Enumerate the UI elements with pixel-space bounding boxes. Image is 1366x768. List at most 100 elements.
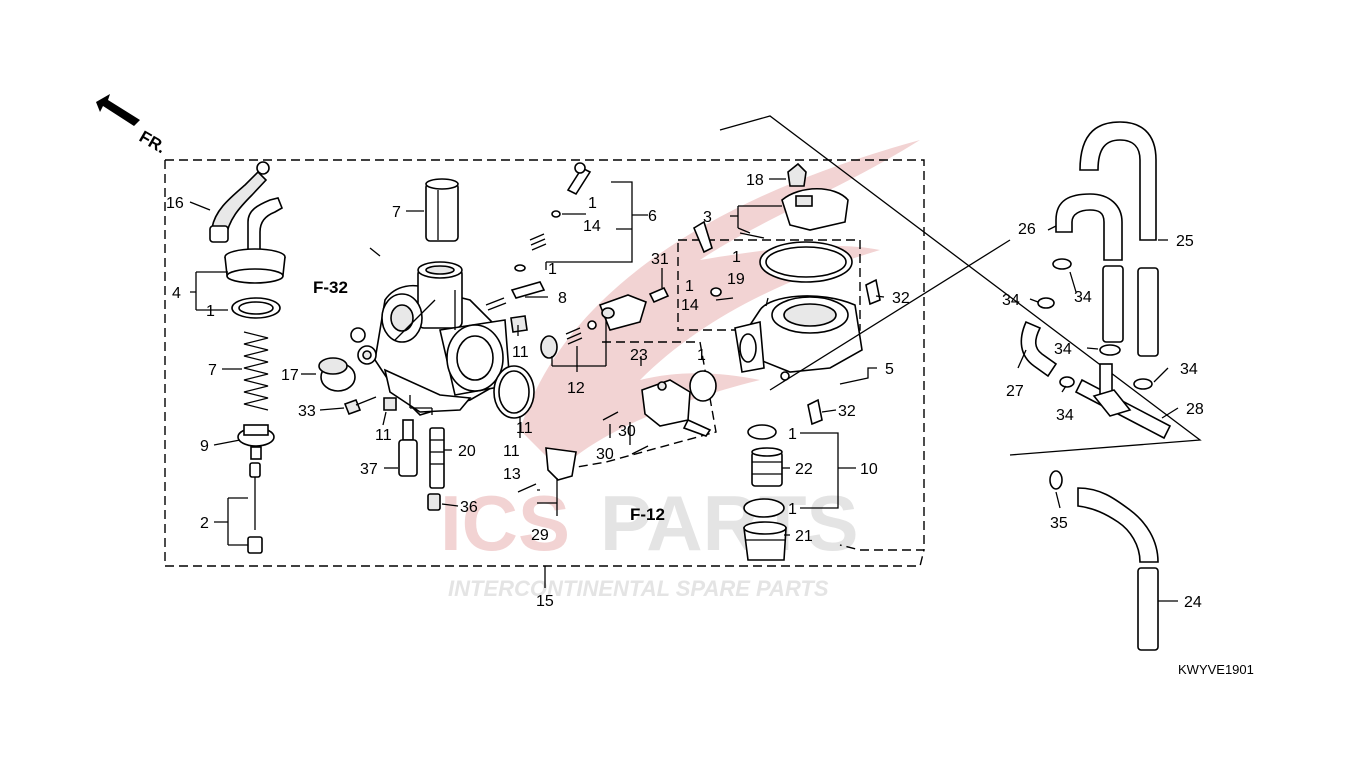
- callout-35: 35: [1050, 515, 1068, 532]
- callout-26: 26: [1018, 221, 1036, 238]
- callout-27: 27: [1006, 383, 1024, 400]
- callout-18: 18: [746, 172, 764, 189]
- callout-29: 29: [531, 527, 549, 544]
- callout-labels: 16 4 1 7 7 17 33 9 2 F-32 11 11 11 11 37…: [166, 172, 1254, 677]
- part-10-o-ring: [747, 424, 777, 440]
- callout-8: 8: [558, 290, 567, 307]
- callout-7a: 7: [392, 204, 401, 221]
- part-float-bowl: [734, 295, 863, 381]
- callout-16: 16: [166, 195, 184, 212]
- callout-17: 17: [281, 367, 299, 384]
- part-9-needle-holder: [237, 424, 275, 460]
- part-34-clip-c: [1099, 344, 1121, 356]
- callout-25: 25: [1176, 233, 1194, 250]
- callout-34e: 34: [1056, 407, 1074, 424]
- part-8-adjust-screw: [485, 281, 546, 311]
- callout-12: 12: [567, 380, 585, 397]
- part-6-screw-set: [514, 162, 592, 272]
- part-23-pump-cover: [641, 370, 717, 437]
- callout-2: 2: [200, 515, 209, 532]
- part-33-screw: [343, 396, 377, 416]
- callout-34a: 34: [1002, 292, 1020, 309]
- reference-f32: F-32: [313, 278, 348, 297]
- callout-6-14: 14: [583, 218, 601, 235]
- callout-30a: 30: [618, 423, 636, 440]
- callout-3: 3: [703, 209, 712, 226]
- part-35-clip: [1049, 470, 1063, 490]
- part-34-clip-e: [1059, 376, 1075, 388]
- callout-34d: 34: [1180, 361, 1198, 378]
- callout-9: 9: [200, 438, 209, 455]
- part-34-clip-a: [1052, 258, 1072, 270]
- part-19-float-valve: [692, 220, 722, 297]
- callout-11a: 11: [375, 427, 392, 444]
- watermark-brand-parts: PARTS: [600, 479, 859, 567]
- part-26-hose: [1055, 193, 1124, 343]
- part-36-main-jet: [427, 493, 441, 511]
- part-17-cap: [318, 357, 356, 392]
- callout-11d: 11: [503, 443, 520, 460]
- callout-23-1: 1: [697, 347, 706, 364]
- part-7-sleeve: [425, 178, 459, 242]
- part-12-spring-set: [540, 320, 597, 359]
- callout-20: 20: [458, 443, 476, 460]
- part-2-jet-needle: [247, 462, 263, 554]
- callout-32a: 32: [892, 290, 910, 307]
- leader-lines: [189, 178, 1179, 602]
- callout-22: 22: [795, 461, 813, 478]
- callout-14: 14: [681, 297, 699, 314]
- diagram-code: KWYVE1901: [1178, 662, 1254, 677]
- hose-group-boundary: [719, 115, 1202, 456]
- callout-10-1b: 1: [788, 501, 797, 518]
- part-float: [739, 188, 849, 239]
- callout-33: 33: [298, 403, 316, 420]
- watermark-brand-ics: ICS: [440, 479, 570, 567]
- callout-36: 36: [460, 499, 478, 516]
- callout-31: 31: [651, 251, 669, 268]
- reference-f12: F-12: [630, 505, 665, 524]
- watermark: ICS PARTS INTERCONTINENTAL SPARE PARTS: [440, 140, 920, 601]
- part-32-screw-a: [865, 278, 881, 306]
- callout-11b: 11: [512, 344, 529, 361]
- callout-11c-1: 11: [516, 420, 533, 437]
- part-34-clip-d: [1133, 378, 1153, 390]
- callout-30b: 30: [596, 446, 614, 463]
- callout-34b: 34: [1074, 289, 1092, 306]
- callout-21: 21: [795, 528, 813, 545]
- part-21-drain-cup: [743, 521, 787, 561]
- callout-6-1b: 1: [548, 261, 557, 278]
- callout-24: 24: [1184, 594, 1202, 611]
- part-24-hose-lower: [1077, 487, 1159, 651]
- part-37-pilot-jet: [398, 419, 418, 477]
- callout-10: 10: [860, 461, 878, 478]
- part-27-hose-bent: [1020, 320, 1058, 378]
- callout-32b: 32: [838, 403, 856, 420]
- callout-7b: 7: [208, 362, 217, 379]
- part-34-clip-b: [1037, 297, 1055, 309]
- callout-19-1: 1: [732, 249, 741, 266]
- part-29-lever: [517, 447, 577, 493]
- callout-10-1a: 1: [788, 426, 797, 443]
- part-4-top-cap: [224, 197, 286, 284]
- part-11-small-washer-2: [510, 315, 528, 333]
- callout-4-1: 1: [206, 303, 215, 320]
- part-25-hose-upper: [1079, 121, 1159, 357]
- part-22-filter: [751, 447, 783, 487]
- part-18-drain-cap: [787, 162, 807, 187]
- front-direction-label: FR.: [136, 127, 169, 157]
- callout-6-1a: 1: [588, 195, 597, 212]
- group-19-boundary: [677, 239, 861, 331]
- callout-19: 19: [727, 271, 745, 288]
- callout-15: 15: [536, 593, 554, 610]
- callout-34c: 34: [1054, 341, 1072, 358]
- callout-5: 5: [885, 361, 894, 378]
- part-31-cover-plate: [598, 286, 670, 331]
- watermark-tagline: INTERCONTINENTAL SPARE PARTS: [448, 576, 829, 601]
- front-direction-arrow: FR.: [96, 94, 169, 157]
- callout-14-1: 1: [685, 278, 694, 295]
- callout-28: 28: [1186, 401, 1204, 418]
- callout-4: 4: [172, 285, 181, 302]
- carburetor-assembly-boundary: [164, 159, 925, 567]
- part-carburetor-body: [350, 261, 511, 416]
